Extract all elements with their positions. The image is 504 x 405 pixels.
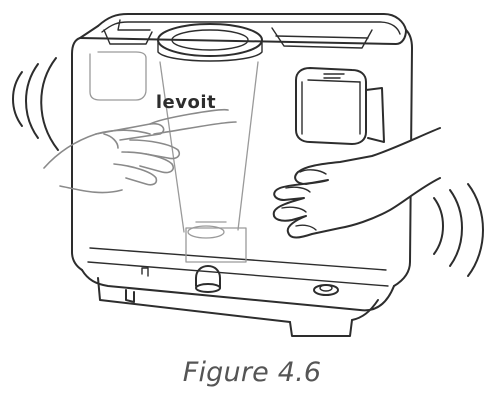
brand-logo: levoit <box>156 92 216 113</box>
vibration-arcs-left-icon <box>12 57 59 151</box>
water-tank: levoit <box>71 13 413 337</box>
figure-caption: Figure 4.6 <box>182 357 322 388</box>
humidifier-tank-illustration: levoit <box>12 13 484 337</box>
hand-front <box>272 127 441 239</box>
vibration-arcs-right-icon <box>433 183 484 277</box>
hand-behind-tank <box>43 108 237 194</box>
